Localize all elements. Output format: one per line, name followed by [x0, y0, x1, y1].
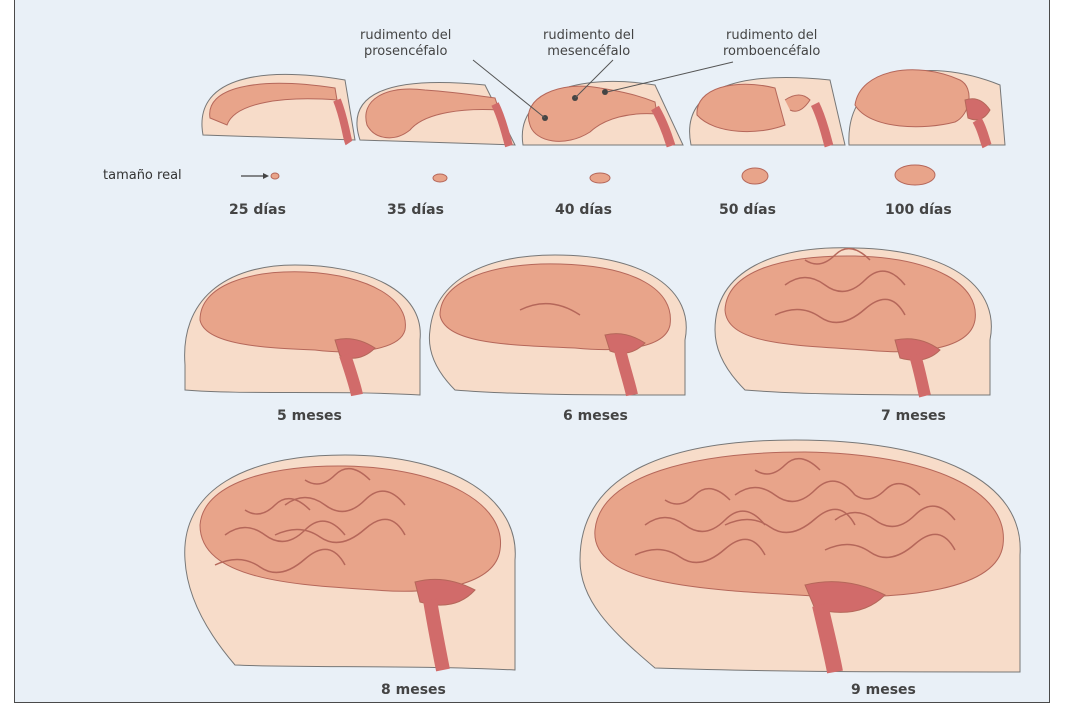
embryo-40-days [522, 81, 683, 146]
embryo-50-days [690, 78, 845, 146]
stage-label-6-months: 6 meses [563, 408, 628, 424]
fetal-brain-9-months [580, 440, 1020, 672]
embryo-25-days [202, 75, 355, 143]
fetal-brain-6-months [429, 255, 686, 395]
stage-label-50-days: 50 días [719, 202, 776, 218]
stage-label-25-days: 25 días [229, 202, 286, 218]
figure-panel: rudimento del prosencéfalo rudimento del… [14, 0, 1050, 703]
fetal-brain-7-months [715, 248, 991, 396]
fetal-brain-8-months [185, 455, 516, 670]
embryo-35-days [357, 82, 515, 146]
stage-label-35-days: 35 días [387, 202, 444, 218]
actual-size-markers [241, 165, 935, 185]
brain-development-figure [15, 0, 1051, 703]
stage-label-5-months: 5 meses [277, 408, 342, 424]
stage-label-8-months: 8 meses [381, 682, 446, 698]
stage-label-40-days: 40 días [555, 202, 612, 218]
label-prosencephalon-rudiment: rudimento del prosencéfalo [360, 28, 451, 60]
fetal-brain-5-months [185, 265, 421, 395]
stage-label-100-days: 100 días [885, 202, 952, 218]
embryo-100-days [849, 70, 1005, 146]
label-mesencephalon-rudiment: rudimento del mesencéfalo [543, 28, 634, 60]
stage-label-7-months: 7 meses [881, 408, 946, 424]
stage-label-9-months: 9 meses [851, 682, 916, 698]
label-rhombencephalon-rudiment: rudimento del romboencéfalo [723, 28, 820, 60]
actual-size-label: tamaño real [103, 168, 182, 183]
